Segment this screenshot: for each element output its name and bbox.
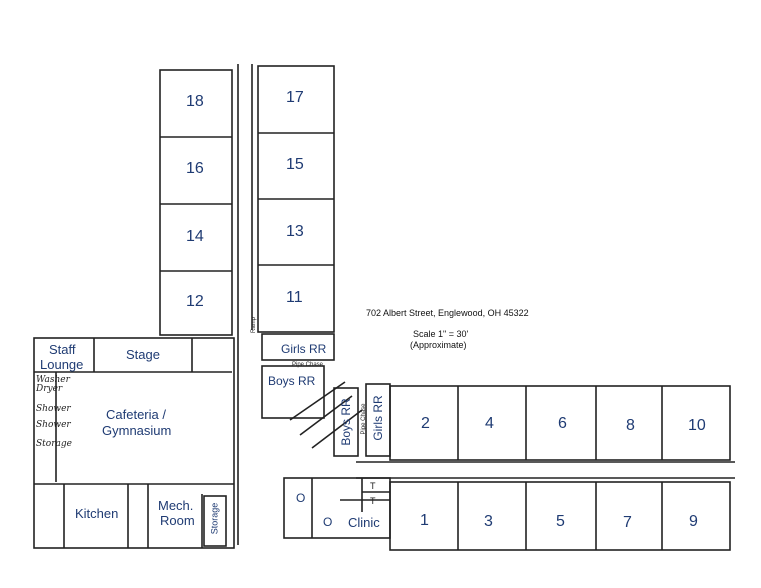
girls-rr-vert-label: Girls RR <box>371 395 385 441</box>
diagonal-wall <box>299 395 353 436</box>
room-4-label: 4 <box>485 415 494 432</box>
shower-handwritten-2: Shower <box>36 420 71 430</box>
room-18-outline <box>159 69 233 336</box>
girls-rr-top-label: Girls RR <box>281 342 327 356</box>
clinic-label: Clinic <box>348 515 380 530</box>
room-2-label: 2 <box>421 415 430 432</box>
stage-label: Stage <box>126 347 160 362</box>
boys-rr-top-label: Boys RR <box>268 374 316 388</box>
room-9-label: 9 <box>689 513 698 530</box>
room-5-label: 5 <box>556 513 565 530</box>
toilet-label-2: T <box>370 496 376 506</box>
toilet-label-1: T <box>370 481 376 491</box>
room-3-label: 3 <box>484 513 493 530</box>
office-label-1: O <box>296 491 306 505</box>
mech-room-label-2: Room <box>160 513 195 528</box>
room-10-label: 10 <box>688 417 706 434</box>
cafeteria-label-1: Cafeteria / <box>106 407 166 422</box>
shower-handwritten-1: Shower <box>36 404 71 414</box>
room-7-label: 7 <box>623 514 632 531</box>
room-15-label: 15 <box>286 156 304 173</box>
room-11-label: 11 <box>286 289 303 306</box>
address-text: 702 Albert Street, Englewood, OH 45322 <box>366 308 529 318</box>
kitchen-label: Kitchen <box>75 506 119 521</box>
room-13-label: 13 <box>286 223 304 240</box>
ramp-label: Ramp <box>251 317 257 334</box>
cafeteria-label-2: Gymnasium <box>102 423 172 438</box>
office-label-2: O <box>323 515 333 529</box>
room-12-label: 12 <box>186 293 204 310</box>
room-8-label: 8 <box>626 417 635 434</box>
storage-outline <box>203 495 227 547</box>
storage-handwritten: Storage <box>36 439 72 449</box>
room-6-label: 6 <box>558 415 567 432</box>
scale-note-text: (Approximate) <box>410 340 467 350</box>
pipe-chase-label-1: Pipe Chase <box>292 362 324 368</box>
office-clinic-outline <box>283 477 391 539</box>
room-14-label: 14 <box>186 228 204 245</box>
boys-rr-vert-outline <box>333 387 359 457</box>
room-16-label: 16 <box>186 160 204 177</box>
washer-dryer-handwritten: Washer Dryer <box>36 375 70 394</box>
storage-label: Storage <box>209 502 220 535</box>
scale-text: Scale 1" = 30' <box>413 329 469 339</box>
boys-rr-vert-label: Boys RR <box>339 398 353 446</box>
room-1-label: 1 <box>420 512 429 529</box>
west-block-outline <box>33 337 235 549</box>
staff-lounge-label-1: Staff <box>49 342 76 357</box>
east-wing-top-outline <box>389 385 731 461</box>
staff-lounge-label-2: Lounge <box>40 357 84 372</box>
room-17-label: 17 <box>286 89 304 106</box>
room-18-label: 18 <box>186 93 204 110</box>
pipe-chase-label-2: Pipe Chase <box>361 403 367 435</box>
diagonal-wall <box>311 409 363 449</box>
girls-rr-outline <box>261 333 335 361</box>
mech-room-label-1: Mech. <box>158 498 194 513</box>
